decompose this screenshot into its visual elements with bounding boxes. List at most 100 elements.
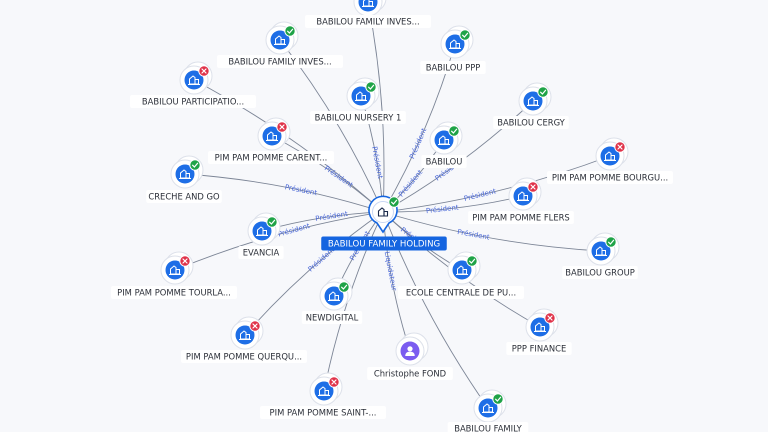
closed-status-icon	[328, 376, 340, 388]
graph-node-n6[interactable]: BABILOU CERGY	[493, 82, 569, 129]
edge-n9	[382, 155, 611, 213]
building-icon	[377, 207, 389, 217]
active-status-icon	[466, 255, 478, 267]
building-icon	[456, 265, 468, 275]
node-label-bg	[301, 311, 363, 324]
graph-node-n12[interactable]: EVANCIA	[238, 212, 284, 259]
graph-node-n2[interactable]: BABILOU FAMILY INVES...	[217, 21, 343, 68]
closed-status-icon	[179, 255, 191, 267]
active-status-icon	[189, 159, 201, 171]
graph-node-n17[interactable]: PPP FINANCE	[506, 308, 572, 355]
center-node[interactable]: BABILOU FAMILY HOLDING	[321, 195, 447, 251]
building-icon	[482, 403, 494, 413]
edge-label-n13: Président	[457, 228, 491, 242]
node-label: BABILOU NURSERY 1	[315, 113, 402, 123]
building-icon	[355, 91, 367, 101]
person-icon	[405, 346, 415, 356]
node-label-bg	[506, 342, 572, 355]
building-icon	[274, 35, 286, 45]
graph-node-n1[interactable]: BABILOU FAMILY INVES...	[305, 0, 431, 28]
graph-node-n8[interactable]: BABILOU	[421, 121, 467, 168]
graph-node-n11[interactable]: PIM PAM POMME FLERS	[468, 177, 574, 224]
active-status-icon	[448, 125, 460, 137]
node-label-bg	[367, 367, 453, 380]
closed-status-icon	[527, 181, 539, 193]
building-icon	[604, 151, 616, 161]
graph-node-n21[interactable]: BABILOU FAMILY	[447, 389, 529, 432]
graph-node-n13[interactable]: BABILOU GROUP	[562, 232, 638, 279]
building-icon	[256, 226, 268, 236]
active-status-icon	[492, 393, 504, 405]
edge-n11	[382, 195, 524, 213]
center-node-label: BABILOU FAMILY HOLDING	[328, 240, 440, 250]
node-label-bg	[398, 286, 524, 299]
graph-node-n10[interactable]: CRECHE AND GO	[146, 155, 222, 203]
building-icon	[449, 39, 461, 49]
building-icon	[266, 131, 278, 141]
edge-n13	[382, 211, 602, 252]
edge-label-n8: Président	[397, 168, 424, 198]
node-label: PIM PAM POMME FLERS	[472, 213, 570, 223]
node-label: BABILOU FAMILY INVES...	[228, 57, 331, 67]
graph-node-n15[interactable]: ECOLE CENTRALE DE PU...	[398, 251, 524, 299]
active-status-icon	[338, 281, 350, 293]
node-label: EVANCIA	[243, 248, 280, 258]
building-icon	[595, 246, 607, 256]
graph-node-n20[interactable]: PIM PAM POMME SAINT-...	[260, 372, 386, 419]
node-label-bg	[493, 116, 569, 129]
graph-node-n3[interactable]: BABILOU PPP	[420, 25, 486, 74]
node-label: BABILOU	[426, 157, 463, 167]
building-icon	[517, 191, 529, 201]
node-label-bg	[260, 406, 386, 419]
edge-label-n11: Président	[426, 204, 460, 216]
node-label-bg	[420, 61, 486, 74]
node-label: BABILOU FAMILY	[454, 424, 522, 432]
closed-status-icon	[249, 320, 261, 332]
edge-n10	[184, 173, 384, 213]
active-status-icon	[284, 25, 296, 37]
building-icon	[179, 169, 191, 179]
building-icon	[438, 135, 450, 145]
active-status-icon	[605, 236, 617, 248]
active-status-icon	[459, 29, 471, 41]
edge-n18	[244, 211, 384, 336]
node-label: BABILOU FAMILY INVES...	[316, 17, 419, 27]
edge-n4	[193, 79, 384, 213]
node-label-bg	[421, 155, 467, 168]
graph-node-n14[interactable]: PIM PAM POMME TOURLA...	[111, 251, 237, 299]
edge-label-n5: Président	[370, 146, 384, 180]
node-label-bg	[305, 15, 431, 28]
graph-node-n19[interactable]: Christophe FOND	[367, 332, 453, 380]
edge-label-n14: Président	[277, 222, 311, 239]
active-status-icon	[388, 196, 400, 208]
active-status-icon	[266, 216, 278, 228]
node-label-bg	[217, 55, 343, 68]
building-icon	[188, 75, 200, 85]
node-label-bg	[562, 266, 638, 279]
closed-status-icon	[544, 312, 556, 324]
node-label-bg	[547, 171, 673, 184]
graph-node-n5[interactable]: BABILOU NURSERY 1	[310, 77, 406, 124]
active-status-icon	[365, 81, 377, 93]
building-icon	[534, 322, 546, 332]
node-label-bg	[111, 286, 237, 299]
graph-node-n4[interactable]: BABILOU PARTICIPATIO...	[130, 61, 256, 108]
edge-label-n7: Président	[323, 164, 355, 189]
graph-node-n16[interactable]: NEWDIGITAL	[301, 277, 363, 324]
node-label: PIM PAM POMME TOURLA...	[117, 288, 231, 298]
graph-node-n9[interactable]: PIM PAM POMME BOURGU...	[547, 137, 673, 184]
node-label-bg	[468, 211, 574, 224]
active-status-icon	[537, 86, 549, 98]
graph-node-n7[interactable]: PIM PAM POMME CARENT...	[208, 117, 334, 164]
node-label: BABILOU PPP	[426, 63, 481, 73]
edge-label-n10: Président	[284, 183, 318, 197]
closed-status-icon	[614, 141, 626, 153]
node-label-bg	[181, 350, 307, 363]
node-label-bg	[310, 111, 406, 124]
node-label: BABILOU GROUP	[565, 268, 635, 278]
building-icon	[239, 330, 251, 340]
graph-node-n18[interactable]: PIM PAM POMME QUERQU...	[181, 316, 307, 363]
node-label-bg	[146, 190, 222, 203]
